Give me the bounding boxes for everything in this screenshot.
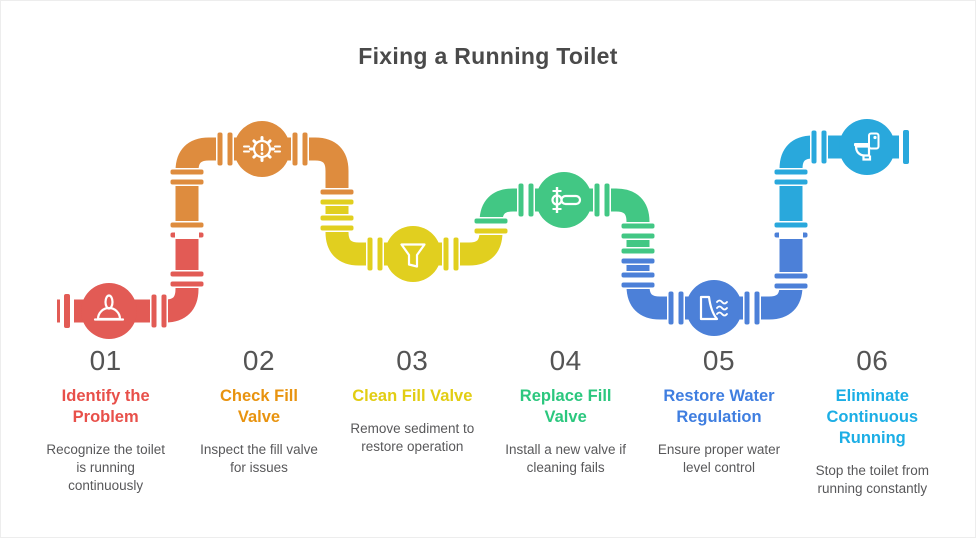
step-column-3: 03 Clean Fill Valve Remove sediment to r… [336, 345, 489, 498]
pipe-fittings-cyan [774, 130, 912, 239]
step-title: Clean Fill Valve [352, 387, 473, 406]
step-column-2: 02 Check Fill Valve Inspect the fill val… [182, 345, 335, 498]
step-description: Install a new valve if cleaning fails [505, 442, 627, 476]
step1-node [81, 283, 137, 339]
step-number: 04 [549, 345, 582, 376]
step-column-5: 05 Restore Water Regulation Ensure prope… [642, 345, 795, 498]
step5-node [686, 280, 742, 336]
funnel-icon [400, 243, 426, 268]
pipe-diagram [57, 119, 912, 339]
step-description: Inspect the fill valve for issues [200, 442, 318, 476]
step-column-1: 01 Identify the Problem Recognize the to… [29, 345, 182, 498]
step-title: Eliminate Continuous Running [826, 387, 919, 448]
step-description: Remove sediment to restore operation [350, 421, 475, 455]
pipe-fittings-orange [170, 132, 354, 239]
valve-lever-icon [551, 187, 582, 213]
step-title: Check Fill Valve [220, 387, 298, 427]
step-description: Recognize the toilet is running continuo… [46, 442, 165, 493]
step-number: 03 [396, 345, 429, 376]
step-description: Ensure proper water level control [657, 442, 781, 476]
plunger-icon [93, 294, 125, 321]
step-title: Replace Fill Valve [519, 387, 612, 427]
valve-warning-icon [243, 136, 281, 162]
step-column-6: 06 Eliminate Continuous Running Stop the… [796, 345, 949, 498]
water-regulation-icon [699, 295, 728, 321]
step2-node [234, 121, 290, 177]
toilet-icon [854, 132, 880, 161]
pipe-fittings-blue [621, 232, 808, 325]
step-number: 05 [702, 345, 736, 376]
step-number: 06 [856, 345, 889, 376]
step-title: Identify the Problem [61, 387, 150, 427]
step-column-4: 04 Replace Fill Valve Install a new valv… [489, 345, 642, 498]
step3-node [385, 226, 441, 282]
page-title: Fixing a Running Toilet [358, 43, 618, 69]
step-number: 02 [242, 345, 276, 376]
steps-row: 01 Identify the Problem Recognize the to… [29, 345, 949, 498]
step-description: Stop the toilet from running constantly [815, 463, 929, 496]
step-number: 01 [89, 345, 122, 376]
step-title: Restore Water Regulation [663, 387, 775, 427]
step6-node [839, 119, 895, 175]
step4-node [536, 172, 592, 228]
